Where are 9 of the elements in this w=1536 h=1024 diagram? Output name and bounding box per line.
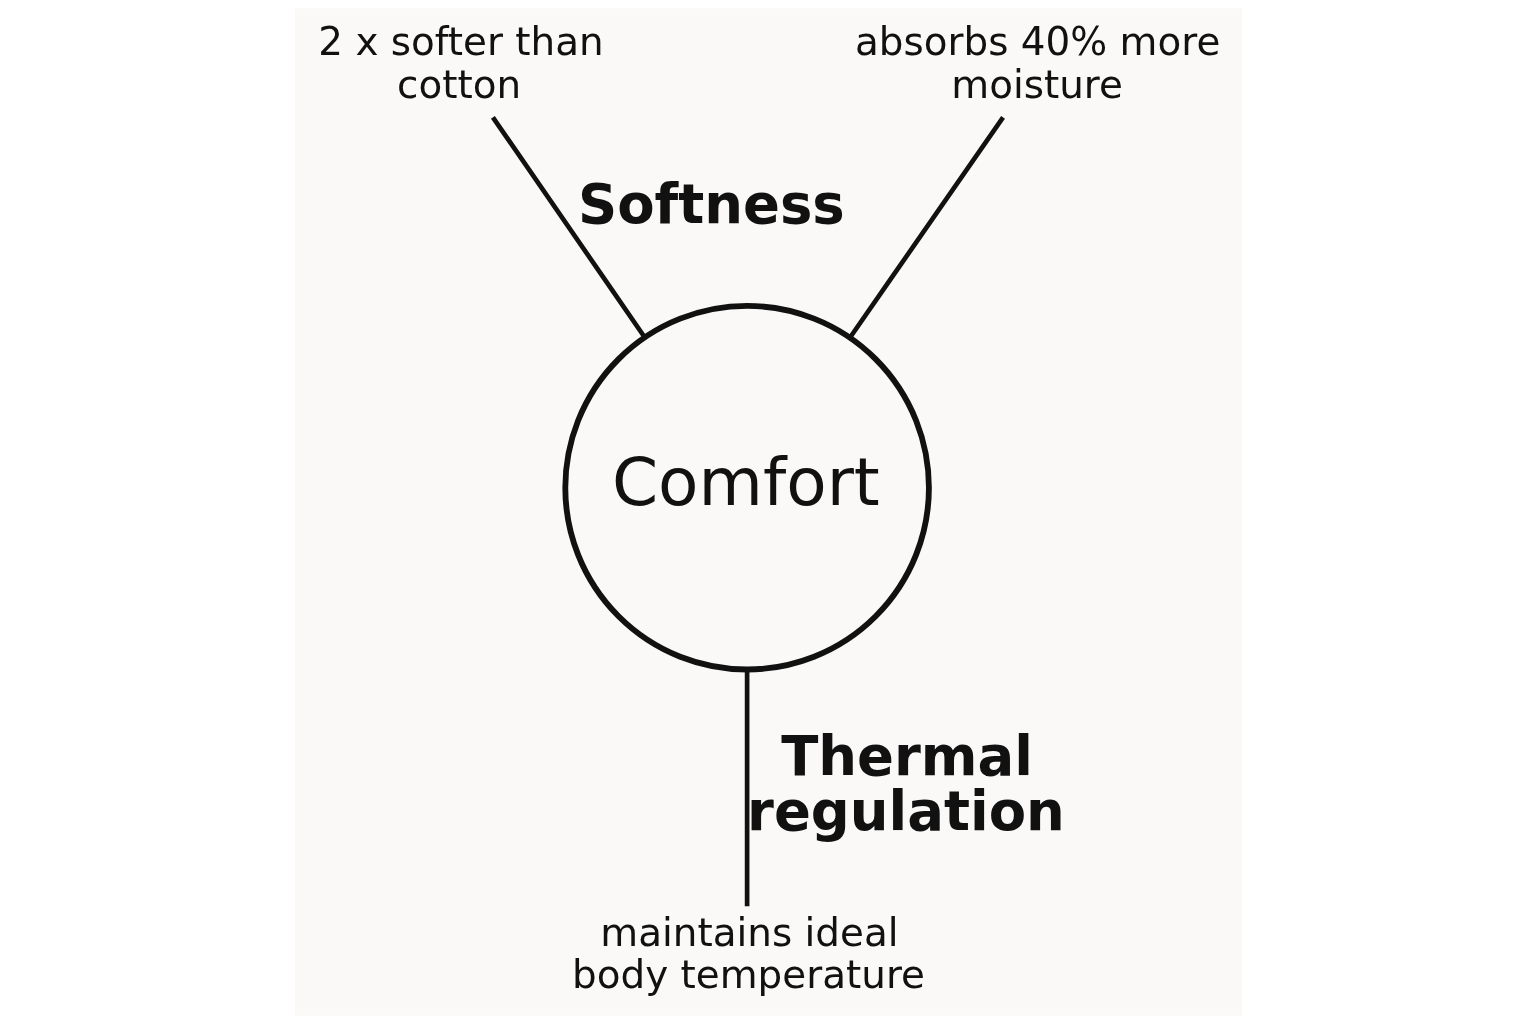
edge-label: Thermal regulation — [746, 724, 1065, 843]
connector — [490, 116, 647, 339]
node-text: absorbs 40% more moisture — [854, 19, 1220, 107]
connector — [847, 115, 1005, 339]
connector — [744, 669, 749, 907]
node-text: 2 x softer than cotton — [317, 19, 604, 107]
node-circle: Comfort — [561, 302, 932, 673]
node-text: maintains ideal body temperature — [571, 909, 925, 998]
edge-label: Softness — [577, 172, 845, 237]
